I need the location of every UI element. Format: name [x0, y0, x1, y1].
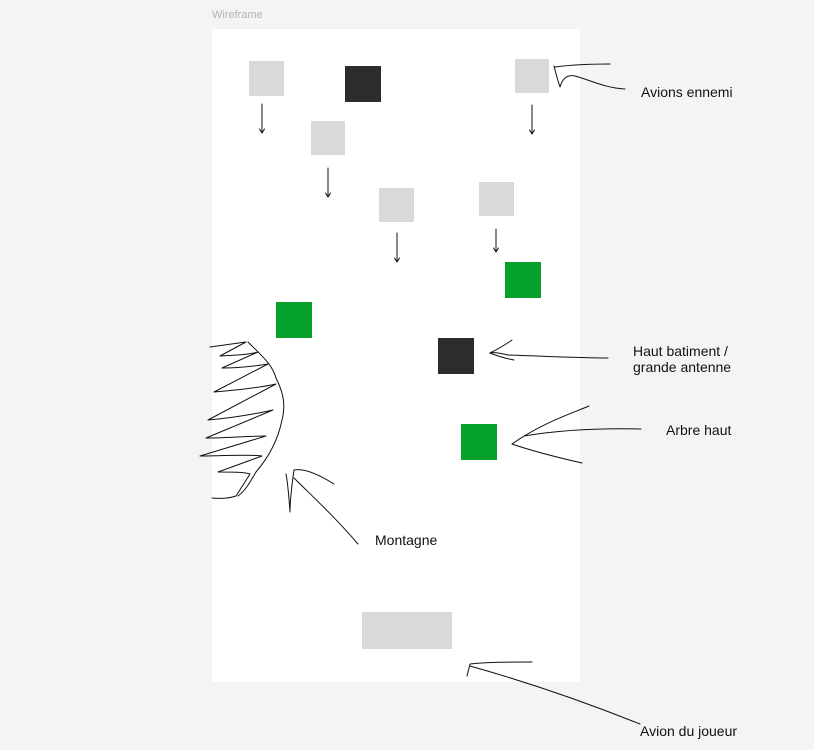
- tall-tree: [505, 262, 541, 298]
- tall-tree: [276, 302, 312, 338]
- enemy-plane: [249, 61, 284, 96]
- wireframe-frame[interactable]: [212, 29, 580, 682]
- enemy-plane: [515, 59, 549, 93]
- enemy-plane: [311, 121, 345, 155]
- label-player-plane: Avion du joueur: [640, 723, 738, 739]
- label-tall-tree: Arbre haut: [666, 422, 732, 438]
- tall-building: [345, 66, 381, 102]
- frame-title: Wireframe: [212, 9, 263, 21]
- enemy-plane: [479, 182, 514, 216]
- player-plane: [362, 612, 452, 649]
- tall-building: [438, 338, 474, 374]
- label-enemy-planes: Avions ennemi: [641, 84, 733, 100]
- label-tall-building: Haut batiment / grande antenne: [633, 343, 732, 375]
- enemy-plane: [379, 188, 414, 222]
- tall-tree: [461, 424, 497, 460]
- label-mountain: Montagne: [375, 532, 438, 548]
